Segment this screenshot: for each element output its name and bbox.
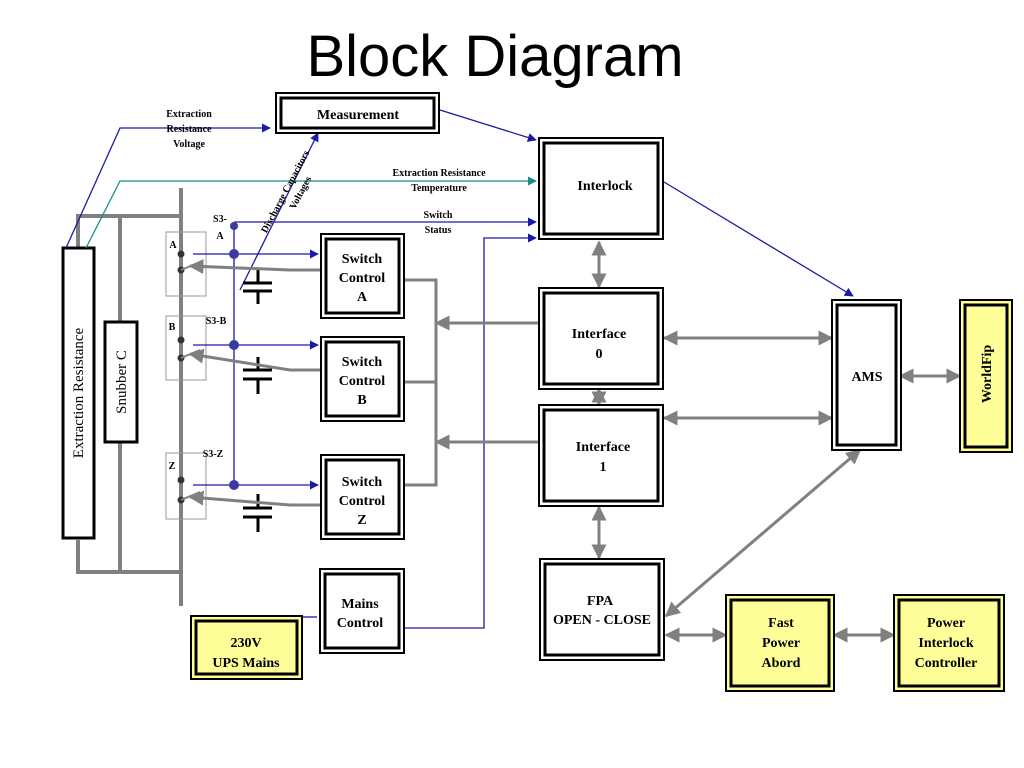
switch-control-b-line1: Switch (342, 355, 383, 370)
switch-status-label-1: Switch (424, 210, 453, 221)
pic-line3: Controller (915, 656, 978, 671)
power-interlock-controller-block: Power Interlock Controller (893, 594, 1005, 692)
s3a-label-1: S3- (213, 214, 227, 225)
fpa-label-line1: FPA (587, 594, 614, 609)
control-a-arrow (188, 259, 322, 275)
interlock-label: Interlock (577, 179, 632, 194)
worldfip-label: WorldFip (980, 345, 995, 404)
interface0-label-line1: Interface (572, 327, 626, 342)
interface1-block: Interface 1 (538, 404, 664, 507)
control-z-arrow (188, 490, 322, 507)
page-title: Block Diagram (306, 24, 684, 89)
s3a-label-2: A (216, 231, 224, 242)
measurement-label: Measurement (317, 108, 399, 123)
ups-mains-block: 230V UPS Mains (190, 615, 303, 680)
pic-line2: Interlock (918, 636, 973, 651)
interface1-label-line2: 1 (600, 460, 607, 475)
extraction-temperature-label-1: Extraction Resistance (392, 168, 486, 179)
extraction-temperature-line (85, 176, 537, 249)
interlock-block: Interlock (538, 137, 664, 240)
capacitor-z (243, 494, 272, 532)
interface0-block: Interface 0 (538, 287, 664, 390)
snubber-c-label: Snubber C (114, 350, 130, 414)
capacitor-a (243, 268, 272, 304)
measurement-to-interlock-line (439, 109, 537, 142)
extraction-temperature-label-2: Temperature (411, 183, 467, 194)
mains-control-line1: Mains (341, 597, 379, 612)
switch-b-label: B (169, 322, 176, 333)
fast-power-line3: Abord (762, 656, 801, 671)
worldfip-block: WorldFip (959, 299, 1013, 453)
switch-control-a-line3: A (357, 290, 368, 305)
switch-control-a-block: Switch Control A (320, 233, 405, 319)
pic-line1: Power (927, 616, 965, 631)
switch-control-z-line3: Z (357, 513, 366, 528)
discharge-voltages-line (239, 132, 319, 291)
fast-power-line2: Power (762, 636, 800, 651)
ams-block: AMS (831, 299, 902, 451)
extraction-resistance-block: Extraction Resistance (61, 246, 96, 540)
s3b-label: S3-B (206, 316, 227, 327)
fpa-block: FPA OPEN - CLOSE (539, 558, 665, 661)
extraction-voltage-label-1: Extraction (166, 109, 212, 120)
switch-status-label-2: Status (425, 225, 452, 236)
control-b-arrow (188, 348, 322, 372)
switch-control-a-line2: Control (339, 271, 386, 286)
fast-power-abord-block: Fast Power Abord (725, 594, 835, 692)
extraction-voltage-label-2: Resistance (167, 124, 213, 135)
node-dots (229, 222, 239, 490)
s3z-label: S3-Z (203, 449, 224, 460)
switch-control-z-line1: Switch (342, 475, 383, 490)
interlock-to-ams-line (663, 181, 854, 297)
switch-z-label: Z (169, 461, 176, 472)
snubber-c-block: Snubber C (103, 320, 139, 444)
measurement-block: Measurement (275, 92, 440, 134)
mains-control-status-line (404, 233, 537, 629)
switch-a-label: A (169, 240, 177, 251)
switch-control-b-line3: B (357, 393, 366, 408)
ups-mains-line2: UPS Mains (212, 656, 280, 671)
interface0-label-line2: 0 (596, 347, 603, 362)
fpa-label-line2: OPEN - CLOSE (553, 613, 651, 628)
extraction-voltage-label-3: Voltage (173, 139, 205, 150)
extraction-voltage-line (65, 123, 271, 249)
ups-mains-line1: 230V (230, 636, 261, 651)
fast-power-line1: Fast (768, 616, 794, 631)
extraction-resistance-label: Extraction Resistance (71, 327, 87, 458)
mains-control-line2: Control (337, 616, 384, 631)
interface1-label-line1: Interface (576, 440, 630, 455)
mains-control-block: Mains Control (319, 568, 405, 654)
switch-control-b-block: Switch Control B (320, 336, 405, 422)
power-circuit (76, 188, 183, 606)
switch-control-z-block: Switch Control Z (320, 454, 405, 540)
switch-control-z-line2: Control (339, 494, 386, 509)
switch-control-a-line1: Switch (342, 252, 383, 267)
switch-control-b-line2: Control (339, 374, 386, 389)
fpa-ams-link (664, 448, 862, 618)
ams-label: AMS (851, 370, 882, 385)
